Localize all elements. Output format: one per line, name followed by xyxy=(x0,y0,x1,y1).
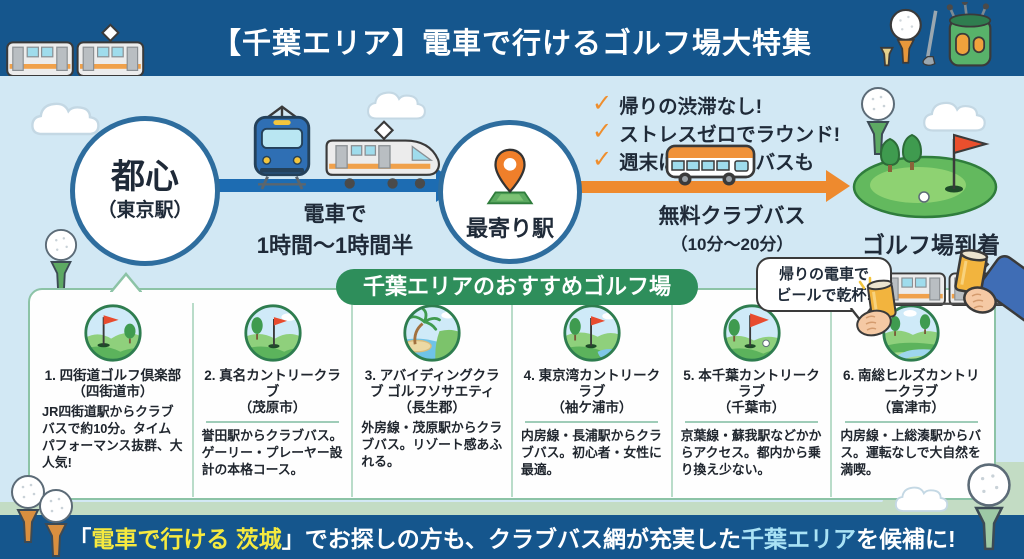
benefit-item: ✓ 帰りの渋滞なし! xyxy=(592,90,840,118)
bubble-line2: ビールで乾杯! xyxy=(776,287,872,304)
bus-arrow xyxy=(576,181,828,193)
course-card-5: 5. 本千葉カントリークラブ （千葉市） 京葉線・蘇我駅などかからアクセス。都内… xyxy=(670,303,831,497)
course-card-3: 3. アバイディングクラブ ゴルフソサエティ （長生郡） 外房線・茂原駅からクラ… xyxy=(351,303,511,497)
course-city: （長生郡） xyxy=(398,399,466,415)
course-card-1: 1. 四街道ゴルフ倶楽部 （四街道市） JR四街道駅からクラブバスで約10分。タ… xyxy=(34,303,192,497)
footer-highlight-chiba: 千葉エリア xyxy=(741,526,857,552)
divider xyxy=(844,420,978,423)
bus-arrow-head xyxy=(826,170,850,202)
check-icon: ✓ xyxy=(592,118,613,145)
beer-cheers-left-icon xyxy=(856,276,897,337)
benefit-item: ✓ ストレスゼロでラウンド! xyxy=(592,118,840,146)
course-icon-palm-island xyxy=(403,304,461,362)
course-icon-hills-river xyxy=(882,304,940,362)
course-description: 内房線・上総湊駅からバス。運転なしで大自然を満喫。 xyxy=(840,427,982,477)
train-leg-label: 電車で 1時間〜1時間半 xyxy=(224,198,446,260)
beer-speech-bubble: 帰りの電車で ビールで乾杯! xyxy=(756,257,892,323)
train-leg-line2: 1時間〜1時間半 xyxy=(256,233,414,258)
golf-balls-tees-icon xyxy=(11,475,73,557)
divider xyxy=(205,420,340,423)
course-title: 1. 四街道ゴルフ倶楽部 xyxy=(44,368,182,383)
footer-text: 「 xyxy=(68,526,92,552)
course-cards: 1. 四街道ゴルフ倶楽部 （四街道市） JR四街道駅からクラブバスで約10分。タ… xyxy=(30,290,994,497)
golf-ball-tee-icon xyxy=(956,462,1022,554)
origin-subtitle: （東京駅） xyxy=(97,200,193,222)
course-description: 内房線・長浦駅からクラブバス。初心者・女性に最適。 xyxy=(521,427,662,477)
bubble-line1: 帰りの電車で xyxy=(778,266,869,283)
course-card-4: 4. 東京湾カントリークラブ （袖ケ浦市） 内房線・長浦駅からクラブバス。初心者… xyxy=(511,303,671,497)
course-icon-flag-ball xyxy=(722,304,781,362)
golf-set-icon xyxy=(879,2,992,67)
panel-notch xyxy=(110,272,142,292)
course-title: 3. アバイディングクラブ ゴルフソサエティ xyxy=(364,368,500,399)
divider xyxy=(684,420,819,423)
course-city: （袖ケ浦市） xyxy=(551,399,633,415)
golf-ball-tee-icon xyxy=(40,228,82,296)
map-pin-icon xyxy=(486,148,534,205)
recommend-heading: 千葉エリアのおすすめゴルフ場 xyxy=(336,269,699,305)
course-city: （茂原市） xyxy=(238,399,307,415)
station-circle: 最寄り駅 xyxy=(438,120,582,264)
check-icon: ✓ xyxy=(592,90,613,117)
course-city: （四街道市） xyxy=(72,383,154,399)
course-description: 外房線・茂原駅からクラブバス。リゾート感あふれる。 xyxy=(361,419,503,469)
origin-title: 都心 xyxy=(111,157,179,196)
train-leg-line1: 電車で xyxy=(303,203,367,226)
train-side-nose-icon xyxy=(325,120,441,189)
course-title: 2. 真名カントリークラブ xyxy=(204,368,341,399)
cloud-icon xyxy=(30,94,102,138)
cloud-icon xyxy=(894,480,950,514)
benefit-label: ストレスゼロでラウンド! xyxy=(619,123,841,146)
page-title: 【千葉エリア】電車で行けるゴルフ場大特集 xyxy=(211,28,812,60)
footer-banner: 「 電車で行ける 茨城 」でお探しの方も、クラブバス網が充実した 千葉エリア を… xyxy=(0,515,1024,559)
course-icon-flag-tree xyxy=(243,304,302,362)
header-banner: 【千葉エリア】電車で行けるゴルフ場大特集 xyxy=(0,0,1024,76)
course-city: （千葉市） xyxy=(717,399,786,415)
benefit-label: 帰りの渋滞なし! xyxy=(619,95,763,118)
bus-icon xyxy=(665,144,756,186)
course-city: （富津市） xyxy=(877,399,945,415)
bus-leg-line2: （10分〜20分） xyxy=(670,235,794,254)
course-card-6: 6. 南総ヒルズカントリークラブ （富津市） 内房線・上総湊駅からバス。運転なし… xyxy=(830,303,990,497)
cloud-icon xyxy=(366,84,428,122)
golf-green-icon xyxy=(852,133,998,219)
green-band xyxy=(0,502,1024,518)
bus-leg-line1: 無料クラブバス xyxy=(658,205,806,228)
course-title: 5. 本千葉カントリークラブ xyxy=(683,368,820,399)
course-description: 京葉線・蘇我駅などかからアクセス。都内から乗り換え少ない。 xyxy=(680,427,822,477)
origin-circle: 都心 （東京駅） xyxy=(70,116,220,266)
bus-leg-label: 無料クラブバス （10分〜20分） xyxy=(636,200,828,255)
course-icon-flag-pond xyxy=(563,304,621,362)
course-card-2: 2. 真名カントリークラブ （茂原市） 誉田駅からクラブバス。ゲーリー・プレーヤ… xyxy=(191,303,352,497)
station-label: 最寄り駅 xyxy=(465,216,554,241)
divider xyxy=(525,420,659,423)
courses-panel: 1. 四街道ゴルフ倶楽部 （四街道市） JR四街道駅からクラブバスで約10分。タ… xyxy=(28,272,996,500)
train-front-icon xyxy=(253,105,311,190)
course-icon-flag-hill xyxy=(84,304,142,362)
check-icon: ✓ xyxy=(592,146,613,173)
footer-highlight-ibaraki: 電車で行ける 茨城 xyxy=(91,526,282,552)
train-arrow xyxy=(214,179,438,192)
footer-text: を候補に! xyxy=(856,526,956,552)
course-description: 誉田駅からクラブバス。ゲーリー・プレーヤー設計の本格コース。 xyxy=(201,427,343,477)
course-description: JR四街道駅からクラブバスで約10分。タイムパフォーマンス抜群、大人気! xyxy=(42,403,183,470)
footer-text: 」でお探しの方も、クラブバス網が充実した xyxy=(281,526,742,552)
beer-cheers-right-icon xyxy=(954,249,1024,326)
course-title: 6. 南総ヒルズカントリークラブ xyxy=(842,368,980,399)
course-title: 4. 東京湾カントリークラブ xyxy=(523,368,661,399)
